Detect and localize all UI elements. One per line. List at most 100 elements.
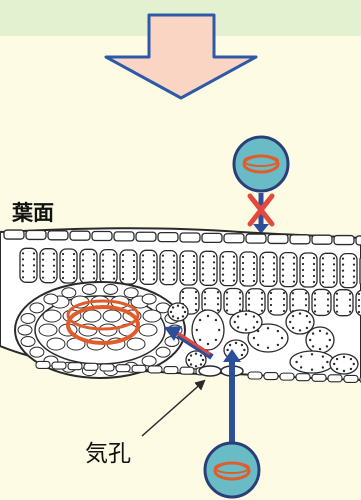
palisade-cell bbox=[267, 288, 288, 316]
chloroplast-dot bbox=[325, 345, 329, 348]
chloroplast-dot bbox=[203, 303, 207, 306]
chloroplast-dot bbox=[312, 274, 316, 278]
chloroplast-dot bbox=[240, 353, 244, 357]
chloroplast-dot bbox=[201, 279, 205, 282]
chloroplast-dot bbox=[326, 298, 330, 301]
chloroplast-dot bbox=[203, 291, 207, 294]
chloroplast-dot bbox=[226, 348, 229, 352]
chloroplast-dot bbox=[357, 310, 361, 314]
bundle-sheath-cell bbox=[141, 355, 157, 367]
chloroplast-dot bbox=[203, 297, 207, 300]
bundle-cell bbox=[38, 323, 58, 337]
chloroplast-dot bbox=[281, 262, 285, 265]
bundle-sheath-cell bbox=[29, 302, 45, 314]
chloroplast-dot bbox=[194, 365, 198, 368]
chloroplast-dot bbox=[81, 271, 85, 274]
chloroplast-dot bbox=[256, 343, 260, 347]
chloroplast-dot bbox=[341, 275, 345, 278]
chloroplast-dot bbox=[152, 278, 156, 281]
palisade-cell bbox=[259, 251, 278, 287]
chloroplast-dot bbox=[225, 291, 229, 294]
chloroplast-dot bbox=[260, 303, 264, 306]
chloroplast-dot bbox=[241, 261, 245, 265]
chloroplast-dot bbox=[241, 279, 245, 283]
chloroplast-dot bbox=[357, 292, 361, 296]
bundle-sheath-cell bbox=[103, 283, 119, 295]
lower-epidermis-cell bbox=[295, 373, 311, 382]
chloroplast-dot bbox=[52, 252, 56, 255]
chloroplast-dot bbox=[321, 355, 325, 358]
chloroplast-dot bbox=[192, 272, 196, 276]
palisade-cell bbox=[333, 289, 354, 317]
chloroplast-dot bbox=[92, 265, 96, 268]
chloroplast-dot bbox=[261, 274, 265, 277]
chloroplast-dot bbox=[238, 291, 242, 294]
epidermis-cell bbox=[179, 232, 201, 243]
chloroplast-dot bbox=[299, 355, 303, 358]
chloroplast-dot bbox=[228, 343, 232, 347]
stoma-opening bbox=[198, 365, 244, 377]
chloroplast-dot bbox=[305, 314, 309, 318]
chloroplast-dot bbox=[181, 306, 185, 309]
chloroplast-dot bbox=[335, 310, 339, 313]
chloroplast-dot bbox=[321, 263, 325, 266]
palisade-cell bbox=[139, 249, 158, 285]
chloroplast-dot bbox=[289, 320, 292, 324]
chloroplast-dot bbox=[212, 279, 216, 282]
chloroplast-dot bbox=[282, 291, 286, 295]
chloroplast-dot bbox=[232, 255, 236, 258]
chloroplast-dot bbox=[21, 270, 25, 273]
chloroplast-dot bbox=[221, 267, 225, 270]
lower-epidermis-cell bbox=[327, 374, 343, 383]
chloroplast-dot bbox=[352, 269, 356, 272]
chloroplast-dot bbox=[261, 256, 265, 259]
chloroplast-dot bbox=[52, 258, 56, 261]
chloroplast-dot bbox=[243, 348, 246, 352]
chloroplast-dot bbox=[221, 261, 225, 264]
chloroplast-dot bbox=[326, 292, 330, 295]
bundle-sheath-cell bbox=[29, 346, 45, 358]
chloroplast-dot bbox=[61, 276, 65, 280]
palisade-cell bbox=[179, 250, 198, 286]
palisade-cell bbox=[239, 251, 258, 287]
chloroplast-dot bbox=[132, 277, 136, 281]
bundle-sheath-cell bbox=[20, 336, 36, 348]
chloroplast-dot bbox=[238, 303, 242, 306]
chloroplast-dot bbox=[183, 310, 187, 314]
lower-epidermis-cell bbox=[35, 360, 51, 369]
chloroplast-dot bbox=[172, 278, 176, 281]
chloroplast-dot bbox=[101, 265, 105, 268]
epidermis-cell bbox=[223, 233, 245, 244]
chloroplast-dot bbox=[181, 254, 185, 258]
chloroplast-dot bbox=[256, 329, 260, 333]
chloroplast-dot bbox=[81, 265, 85, 268]
chloroplast-dot bbox=[112, 259, 116, 262]
chloroplast-dot bbox=[201, 267, 205, 270]
chloroplast-dot bbox=[247, 297, 251, 300]
epidermis-cell bbox=[25, 229, 47, 241]
chloroplast-dot bbox=[61, 258, 65, 262]
chloroplast-dot bbox=[132, 259, 136, 263]
bundle-cell bbox=[138, 323, 158, 337]
chloroplast-dot bbox=[92, 253, 96, 256]
chloroplast-dot bbox=[32, 276, 36, 279]
chloroplast-dot bbox=[21, 276, 25, 279]
chloroplast-dot bbox=[299, 366, 303, 369]
chloroplast-dot bbox=[247, 291, 251, 294]
chloroplast-dot bbox=[41, 264, 45, 267]
chloroplast-dot bbox=[176, 304, 180, 307]
chloroplast-dot bbox=[313, 310, 317, 313]
chloroplast-dot bbox=[221, 273, 225, 276]
chloroplast-dot bbox=[282, 297, 286, 301]
chloroplast-dot bbox=[276, 343, 280, 347]
chloroplast-dot bbox=[198, 338, 202, 342]
chloroplast-dot bbox=[41, 258, 45, 261]
chloroplast-dot bbox=[141, 278, 145, 281]
lower-epidermis-cell bbox=[279, 372, 295, 381]
chloroplast-dot bbox=[61, 252, 65, 256]
chloroplast-dot bbox=[348, 292, 352, 295]
bundle-cell bbox=[82, 309, 102, 323]
chloroplast-dot bbox=[292, 256, 296, 259]
bundle-sheath-cell bbox=[20, 312, 36, 324]
chloroplast-dot bbox=[195, 328, 198, 332]
